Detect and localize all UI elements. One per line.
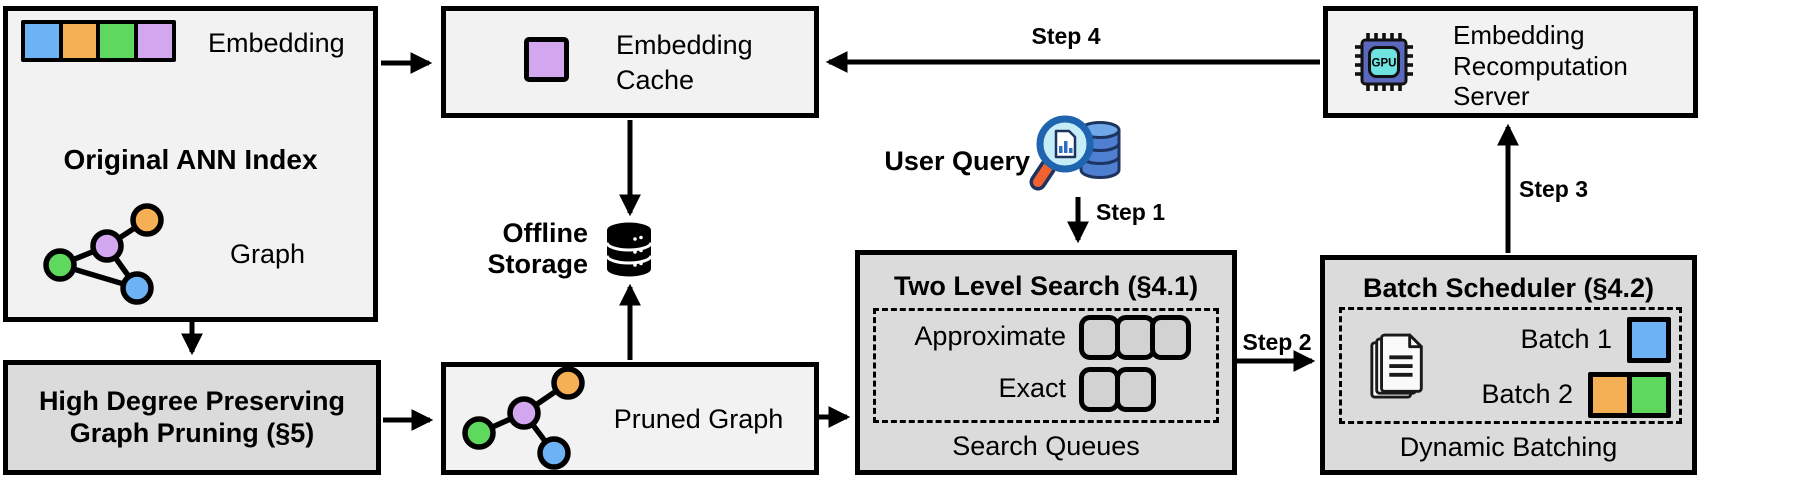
blue-swatch <box>1627 316 1671 363</box>
approximate-label: Approximate <box>914 321 1066 352</box>
pruned-graph-box: Pruned Graph <box>441 362 819 475</box>
graph-pruning-box: High Degree Preserving Graph Pruning (§5… <box>3 360 381 475</box>
user-query-icon <box>1029 115 1121 191</box>
batch2-label: Batch 2 <box>1481 378 1573 409</box>
queue-slot <box>1114 366 1156 412</box>
step2-label: Step 2 <box>1242 329 1312 355</box>
offline-storage-label: Offline Storage <box>487 218 588 280</box>
step3-label: Step 3 <box>1519 176 1589 202</box>
approximate-queue-slots <box>1079 314 1191 360</box>
embedding-cache-box: Embedding Cache <box>441 6 819 118</box>
batch1-row: Batch 1 <box>1447 312 1671 367</box>
original-ann-index-box: Embedding Original ANN Index Graph <box>3 6 378 322</box>
box-caption: Search Queues <box>952 430 1140 461</box>
box-title: High Degree Preserving Graph Pruning (§5… <box>38 386 346 448</box>
batch2-swatches <box>1588 371 1671 418</box>
original-graph-icon <box>43 203 164 305</box>
green-swatch <box>1627 371 1671 418</box>
batch1-label: Batch 1 <box>1520 323 1612 354</box>
blue-swatch <box>21 20 63 62</box>
step4-label: Step 4 <box>1031 23 1101 49</box>
search-queues-panel: Approximate Exact <box>873 308 1219 423</box>
box-caption: Dynamic Batching <box>1399 431 1618 462</box>
dynamic-batching-panel: Batch 1 Batch 2 <box>1339 307 1682 424</box>
cached-embedding-swatch <box>524 37 569 82</box>
query-batch-documents-icon <box>1370 333 1423 399</box>
recomputation-server-box: GPU Embedding Recomputation Server <box>1323 6 1698 118</box>
purple-swatch <box>524 37 569 82</box>
batch2-row: Batch 2 <box>1447 367 1671 422</box>
queue-slot <box>1079 366 1120 412</box>
green-swatch <box>96 20 138 62</box>
exact-label: Exact <box>998 373 1066 404</box>
box-title: Original ANN Index <box>63 144 318 175</box>
embedding-label: Embedding <box>208 28 345 58</box>
queue-slot <box>1150 314 1191 360</box>
exact-queue-slots <box>1079 366 1156 412</box>
purple-swatch <box>133 20 176 62</box>
exact-queue-row: Exact <box>876 363 1216 415</box>
box-title: Two Level Search (§4.1) <box>893 271 1199 301</box>
offline-storage-database-icon <box>605 222 653 277</box>
box-title: Pruned Graph <box>613 404 784 434</box>
batch1-swatches <box>1627 316 1671 363</box>
pruned-graph-icon <box>462 366 585 470</box>
gpu-text: GPU <box>1372 58 1397 70</box>
gpu-chip-icon: GPU <box>1355 33 1413 91</box>
box-title: Batch Scheduler (§4.2) <box>1362 273 1655 303</box>
queue-slot <box>1079 314 1120 360</box>
two-level-search-box: Two Level Search (§4.1) Approximate Exac… <box>855 250 1237 475</box>
orange-swatch <box>58 20 101 62</box>
approximate-queue-row: Approximate <box>876 311 1216 363</box>
step1-label: Step 1 <box>1096 199 1166 225</box>
batch-scheduler-box: Batch Scheduler (§4.2) Batch 1 Batch 2 <box>1320 255 1697 475</box>
batch-rows: Batch 1 Batch 2 <box>1447 312 1671 422</box>
user-query-label: User Query <box>884 146 1030 176</box>
embedding-vector <box>21 20 176 62</box>
graph-label: Graph <box>230 239 306 269</box>
box-title: Embedding Cache <box>616 30 753 96</box>
orange-swatch <box>1588 371 1632 418</box>
magnifier-icon <box>1029 115 1094 191</box>
box-title: Embedding Recomputation Server <box>1453 20 1628 112</box>
